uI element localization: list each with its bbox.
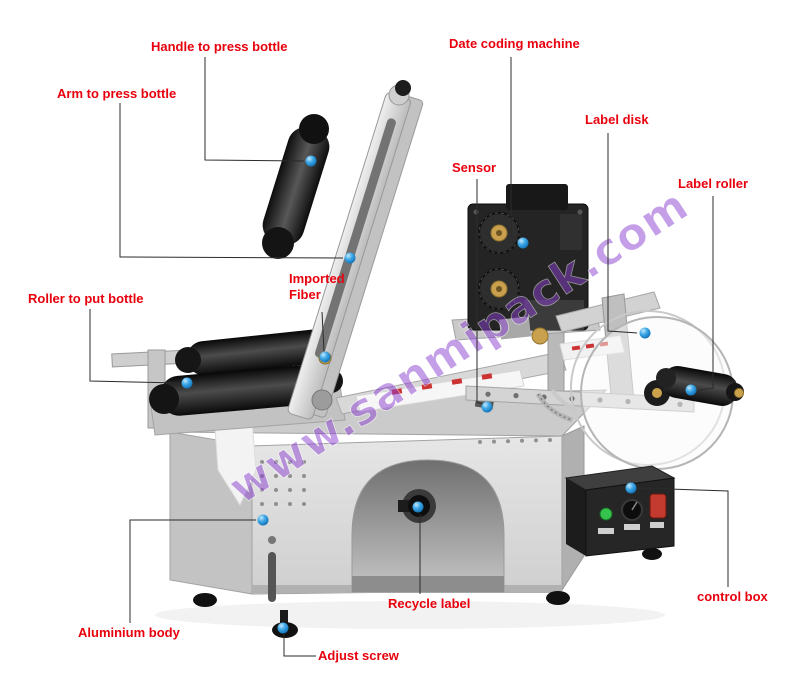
leader-line-arm — [119, 103, 344, 259]
leader-lines — [89, 57, 729, 657]
annotation-sensor: Sensor — [452, 160, 497, 175]
leader-line-fiber — [321, 311, 325, 352]
leader-line-sensor — [476, 179, 486, 406]
arm-top-knob — [395, 80, 411, 96]
annotation-control-box: control box — [697, 589, 768, 604]
pointer-dot-aluminium-body — [257, 514, 269, 526]
control-box — [564, 465, 676, 557]
power-button — [599, 507, 613, 521]
leader-line-control-box — [638, 487, 729, 587]
pointer-dot-recycle-label — [412, 501, 424, 513]
pointer-dot-roller-put-bottle — [181, 377, 193, 389]
leader-line-label-disk — [607, 133, 638, 334]
leader-line-aluminium-body — [129, 519, 256, 623]
pointer-dot-handle — [305, 155, 317, 167]
label-path-plate — [335, 351, 567, 415]
front-perforations — [260, 460, 306, 506]
leader-line-adjust-screw — [283, 634, 316, 657]
annotation-date-coding-machine: Date coding machine — [449, 36, 580, 51]
leader-line-roller-put-bottle — [89, 309, 181, 384]
press-handle-roller — [262, 114, 330, 259]
annotation-recycle-label: Recycle label — [388, 596, 471, 611]
date-coding-machine — [451, 184, 601, 393]
annotation-handle-to-press-bottle: Handle to press bottle — [151, 39, 288, 54]
annotation-adjust-screw: Adjust screw — [318, 648, 399, 663]
pointer-dot-sensor — [481, 401, 493, 413]
adjust-screw-stem — [280, 610, 288, 626]
leader-line-handle — [204, 57, 305, 162]
pointer-dot-control-box — [625, 482, 637, 494]
pointer-dot-label-roller — [685, 384, 697, 396]
label-roller — [656, 366, 744, 406]
annotation-roller-to-put-bottle: Roller to put bottle — [28, 291, 144, 306]
pointer-dot-arm — [344, 252, 356, 264]
pointer-dot-date-coder — [517, 237, 529, 249]
annotation-label-disk: Label disk — [585, 112, 649, 127]
pointer-dot-label-disk — [639, 327, 651, 339]
pointer-dots — [181, 155, 697, 634]
annotation-aluminium-body: Aluminium body — [78, 625, 180, 640]
pointer-dot-adjust-screw — [277, 622, 289, 634]
ribbon-spool-wheels — [478, 212, 520, 310]
rocker-switch — [649, 493, 667, 519]
annotation-imported-fiber: Imported Fiber — [289, 271, 345, 302]
annotation-label-roller: Label roller — [678, 176, 749, 191]
side-slot — [268, 552, 276, 602]
annotation-arm-to-press-bottle: Arm to press bottle — [57, 86, 177, 101]
leader-line-label-roller — [698, 196, 714, 391]
leader-line-date-coder — [510, 57, 520, 242]
arch-opening — [351, 459, 505, 593]
pointer-dot-fiber — [319, 351, 331, 363]
